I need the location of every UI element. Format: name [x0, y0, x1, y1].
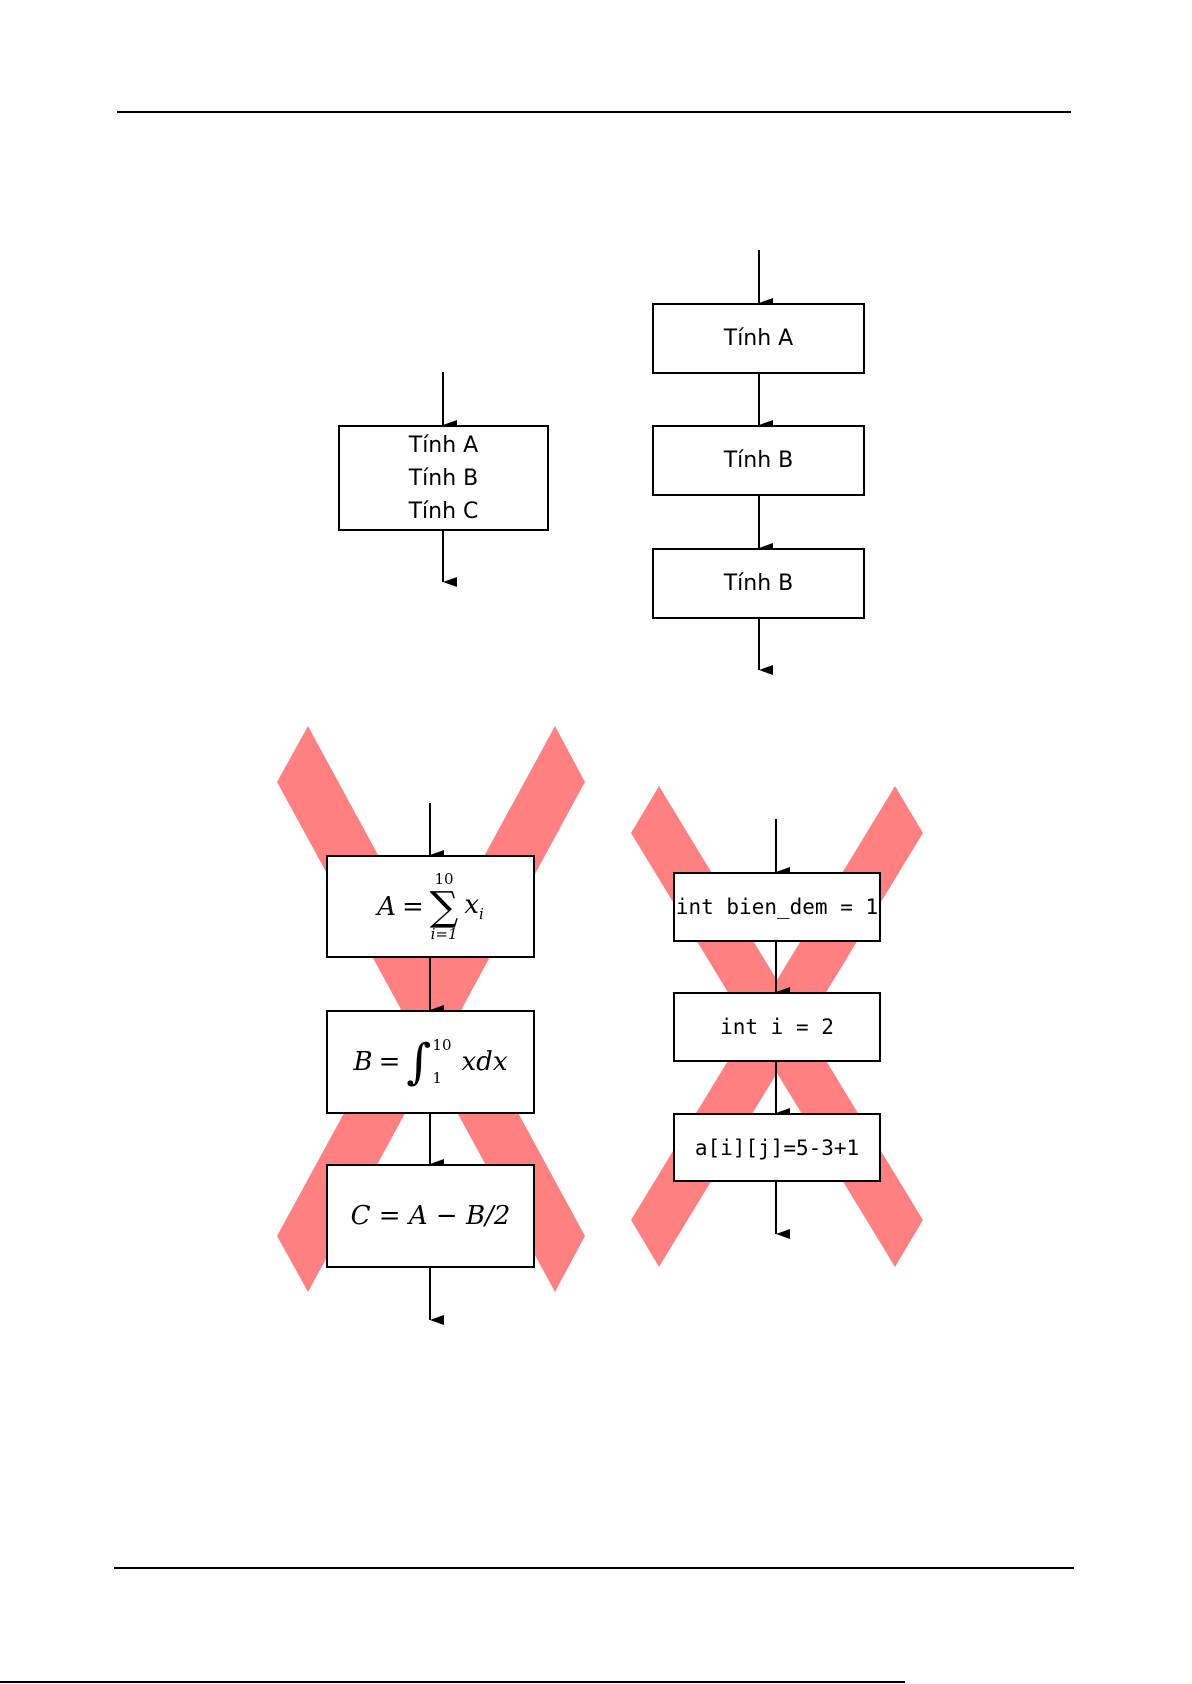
process-box: Tính B — [652, 425, 865, 496]
sigma-symbol: ∑ — [429, 883, 459, 930]
process-line: Tính A — [408, 432, 479, 458]
equals-sign: = — [401, 891, 424, 922]
process-label: Tính A — [723, 326, 794, 351]
integral-symbol: ∫ — [406, 1034, 432, 1090]
code-label: int i = 2 — [720, 1015, 834, 1039]
formula-lhs: A — [377, 891, 396, 922]
header-rule — [117, 111, 1071, 113]
code-box: int i = 2 — [673, 992, 881, 1062]
code-label: int bien_dem = 1 — [675, 895, 879, 919]
formula-lhs: B — [353, 1047, 373, 1077]
process-box: Tính B — [652, 548, 865, 619]
process-label: Tính B — [723, 448, 794, 473]
footer-rule — [114, 1567, 1074, 1569]
code-box: int bien_dem = 1 — [673, 872, 881, 942]
equals-sign: = — [378, 1047, 401, 1077]
process-line: Tính B — [408, 465, 479, 491]
subscript: i — [479, 905, 484, 924]
expression: C = A − B/2 — [350, 1201, 511, 1231]
sum-formula-box: A = 10 ∑ i=1 xi — [326, 855, 535, 958]
integral: ∫ 10 1 — [406, 1034, 455, 1090]
process-label: Tính B — [723, 571, 794, 596]
expression-box: C = A − B/2 — [326, 1164, 535, 1268]
upper-limit: 10 — [434, 869, 454, 888]
lower-limit: i=1 — [430, 924, 458, 943]
bottom-rule — [0, 1681, 905, 1683]
code-label: a[i][j]=5-3+1 — [694, 1135, 860, 1160]
upper-limit: 10 — [432, 1036, 452, 1054]
lower-limit: 1 — [432, 1069, 442, 1087]
integrand: xdx — [461, 1047, 508, 1077]
integral-formula-box: B = ∫ 10 1 xdx — [326, 1010, 535, 1114]
summation: 10 ∑ i=1 — [429, 869, 459, 943]
integral-limits: 10 1 — [431, 1038, 455, 1086]
process-line: Tính C — [408, 498, 479, 524]
combined-process-box: Tính A Tính B Tính C — [338, 425, 549, 531]
summand: x — [464, 889, 479, 920]
process-box: Tính A — [652, 303, 865, 374]
code-box: a[i][j]=5-3+1 — [673, 1113, 881, 1182]
